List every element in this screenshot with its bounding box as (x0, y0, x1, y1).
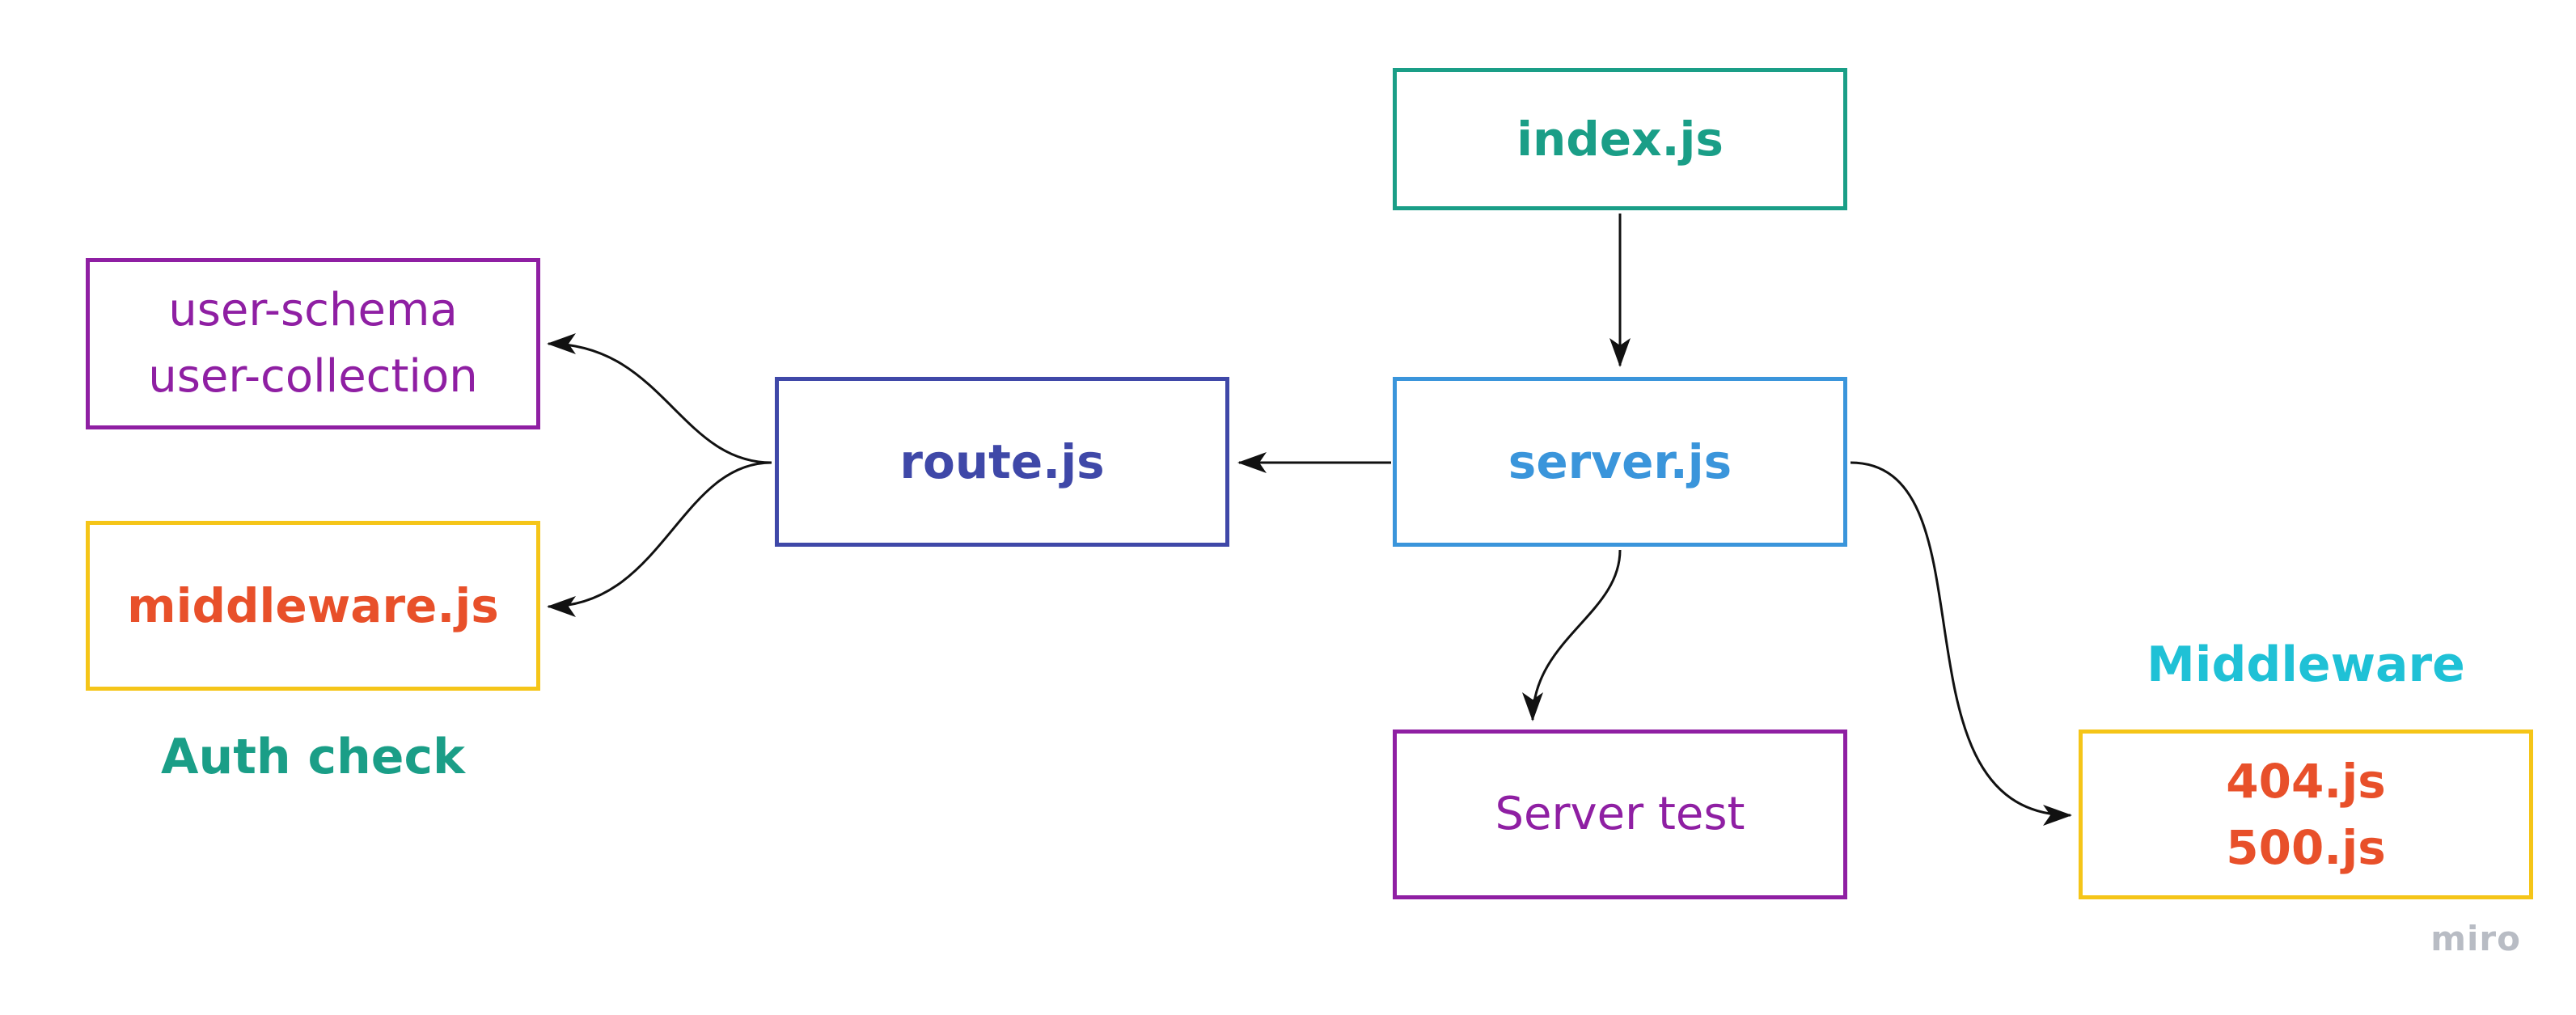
node-text-line: 404.js (2226, 754, 2386, 809)
node-user-schema[interactable]: user-schema user-collection (86, 258, 540, 429)
node-text-line: server.js (1508, 434, 1732, 489)
node-text-line: user-schema (168, 284, 458, 336)
node-server-js[interactable]: server.js (1393, 377, 1847, 547)
node-index-js[interactable]: index.js (1393, 68, 1847, 210)
label-middleware: Middleware (2147, 636, 2465, 693)
edge-route-to-schema (547, 333, 772, 464)
node-text-line: middleware.js (127, 578, 499, 633)
edge-route-to-middleware (547, 461, 772, 617)
node-text-line: 500.js (2226, 820, 2386, 875)
label-auth-check: Auth check (161, 729, 465, 785)
node-route-js[interactable]: route.js (775, 377, 1229, 547)
miro-watermark: miro (2430, 919, 2521, 958)
node-text-line: index.js (1516, 112, 1724, 167)
edge-server-to-errors (1850, 461, 2072, 826)
node-error-handlers[interactable]: 404.js 500.js (2079, 730, 2533, 899)
node-text-line: route.js (899, 434, 1105, 489)
node-middleware-js[interactable]: middleware.js (86, 521, 540, 691)
node-server-test[interactable]: Server test (1393, 730, 1847, 899)
edge-server-to-servertest (1522, 549, 1622, 721)
node-text-line: Server test (1495, 788, 1745, 840)
node-text-line: user-collection (148, 350, 478, 403)
